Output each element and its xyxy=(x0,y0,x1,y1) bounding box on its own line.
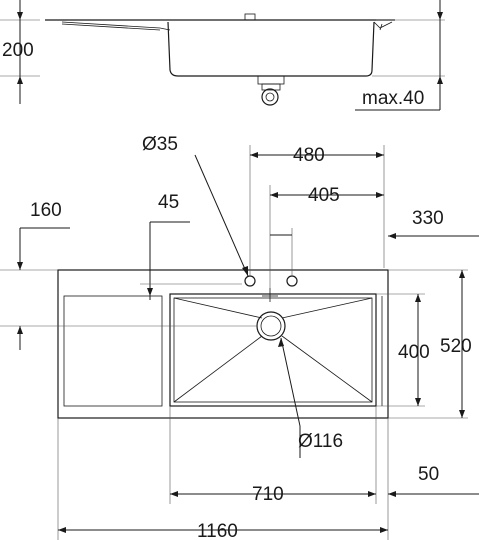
tap-hole-diameter-label: Ø35 xyxy=(142,134,178,155)
dim-50-label: 50 xyxy=(418,464,439,485)
dim-710-label: 710 xyxy=(252,484,284,505)
dim-520-label: 520 xyxy=(440,336,472,357)
dim-405-label: 405 xyxy=(308,185,340,206)
dim-400-label: 400 xyxy=(398,342,430,363)
waste-diameter-label: Ø116 xyxy=(298,431,343,452)
tap-hole-right xyxy=(286,275,298,287)
tap-hole-left xyxy=(244,275,256,287)
drain-max-label: max.40 xyxy=(362,88,424,109)
drain-fitting xyxy=(257,75,285,106)
dim-330-label: 330 xyxy=(412,208,444,229)
top-view: Ø35 480 405 330 160 45 xyxy=(0,134,479,540)
side-depth-label: 200 xyxy=(2,40,34,61)
dim-45-label: 45 xyxy=(158,192,179,213)
dim-1160-label: 1160 xyxy=(197,521,238,540)
dim-160-label: 160 xyxy=(30,200,62,221)
side-view: 200 max.40 xyxy=(0,0,445,111)
dim-480-label: 480 xyxy=(293,145,325,166)
